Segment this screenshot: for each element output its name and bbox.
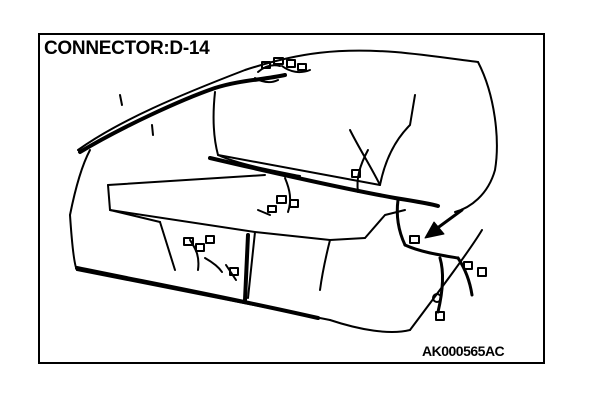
center-connector-cluster (257, 177, 299, 216)
rear-panel-outline (107, 91, 416, 299)
diagram-frame (38, 33, 545, 364)
right-connector-cluster (409, 235, 487, 321)
roof-connector-cluster (254, 57, 311, 84)
left-connector-cluster (183, 235, 239, 281)
pointer-arrow (424, 208, 464, 239)
main-harness (75, 73, 440, 320)
diagram-title: CONNECTOR:D-14 (44, 38, 210, 59)
right-harness-branch (395, 198, 474, 314)
vehicle-body-outline (69, 49, 498, 333)
figure-code: AK000565AC (422, 343, 505, 359)
rear-pillar-harness (119, 94, 369, 193)
